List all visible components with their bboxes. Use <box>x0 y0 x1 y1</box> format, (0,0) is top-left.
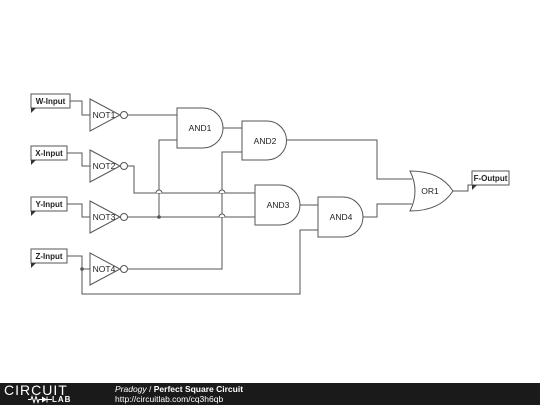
output-pin-f[interactable]: F-Output <box>471 170 510 190</box>
not-gate-triangle <box>89 149 122 183</box>
logo-text-lab: LAB <box>52 395 72 404</box>
logo-text-circuit: CIRCUIT <box>4 382 68 398</box>
wire-x-input <box>67 152 90 167</box>
pin-marker-icon <box>31 263 36 268</box>
not-gate-triangle <box>89 252 122 286</box>
crossover-hop <box>218 189 226 194</box>
not-gate-4[interactable]: NOT4 <box>89 252 128 286</box>
input-pin-z[interactable]: Z-Input <box>30 248 68 268</box>
input-pin-box <box>30 93 71 109</box>
wire-and4-or1 <box>363 203 412 218</box>
gate-label-and2: AND2 <box>254 136 277 146</box>
gate-label-not4: NOT4 <box>93 264 116 274</box>
output-label-f: F-Output <box>474 174 508 183</box>
circuit-credit: Pradogy / Perfect Square Circuit <box>115 384 243 394</box>
input-pin-w[interactable]: W-Input <box>30 93 71 113</box>
or-gate-1[interactable]: OR1 <box>409 170 454 212</box>
output-pin-box <box>471 170 510 186</box>
and-gate-body <box>176 107 224 149</box>
gate-label-and1: AND1 <box>189 123 212 133</box>
wire-or1-output <box>453 184 472 192</box>
and-gate-body <box>254 184 301 226</box>
inverter-bubble <box>120 162 128 170</box>
and-gate-4[interactable]: AND4 <box>317 196 364 238</box>
circuitlab-logo: CIRCUIT LAB <box>4 382 94 404</box>
resistor-diode-icon <box>28 395 52 404</box>
not-gate-2[interactable]: NOT2 <box>89 149 128 183</box>
not-gate-triangle <box>89 200 122 234</box>
and-gate-2[interactable]: AND2 <box>241 120 287 161</box>
pin-marker-icon <box>31 160 36 165</box>
author-name[interactable]: Pradogy <box>115 384 147 394</box>
pin-marker-icon <box>31 211 36 216</box>
not-gate-1[interactable]: NOT1 <box>89 98 128 132</box>
circuit-schematic: W-Input X-Input Y-Input Z-Input F-Output… <box>30 93 510 295</box>
wire-not3-and1 <box>128 139 177 218</box>
input-label-w: W-Input <box>36 97 66 106</box>
input-label-x: X-Input <box>35 149 63 158</box>
junction-dot <box>80 267 84 271</box>
gate-label-not1: NOT1 <box>93 110 116 120</box>
and-gate-3[interactable]: AND3 <box>254 184 301 226</box>
and-gate-body <box>241 120 287 161</box>
and-gate-body <box>317 196 364 238</box>
wire-and2-or1 <box>287 139 412 180</box>
not-gate-3[interactable]: NOT3 <box>89 200 128 234</box>
crossover-hop <box>155 189 163 194</box>
circuit-url-link[interactable]: http://circuitlab.com/cq3h6qb <box>115 394 224 404</box>
inverter-bubble <box>120 111 128 119</box>
input-pin-box <box>30 145 68 161</box>
wire-not2-and3 <box>128 165 255 194</box>
input-label-z: Z-Input <box>35 252 62 261</box>
inverter-bubble <box>120 213 128 221</box>
input-pin-box <box>30 196 68 212</box>
input-pin-x[interactable]: X-Input <box>30 145 68 165</box>
gate-label-and3: AND3 <box>267 200 290 210</box>
or-gate-body <box>409 170 454 212</box>
pin-marker-icon <box>472 185 477 190</box>
circuit-title[interactable]: Perfect Square Circuit <box>153 384 244 394</box>
wires <box>67 100 472 295</box>
inverter-bubble <box>120 265 128 273</box>
wire-w-input <box>70 100 90 116</box>
credit-separator: / <box>146 384 154 394</box>
wire-y-input <box>67 203 90 218</box>
crossover-hop <box>218 213 226 218</box>
gate-label-not2: NOT2 <box>93 161 116 171</box>
input-label-y: Y-Input <box>35 200 62 209</box>
gate-label-or1: OR1 <box>421 186 439 196</box>
junction-dot <box>157 215 161 219</box>
gate-label-and4: AND4 <box>330 212 353 222</box>
wire-not4-and2 <box>128 151 242 270</box>
gate-label-not3: NOT3 <box>93 212 116 222</box>
pin-marker-icon <box>31 108 36 113</box>
input-pin-box <box>30 248 68 264</box>
and-gate-1[interactable]: AND1 <box>176 107 224 149</box>
input-pin-y[interactable]: Y-Input <box>30 196 68 216</box>
wire-z-input <box>67 255 90 270</box>
footer-bar: CIRCUIT LAB Pradogy / Perfect Square Cir… <box>0 383 540 405</box>
wire-z-and4 <box>81 229 318 295</box>
not-gate-triangle <box>89 98 122 132</box>
